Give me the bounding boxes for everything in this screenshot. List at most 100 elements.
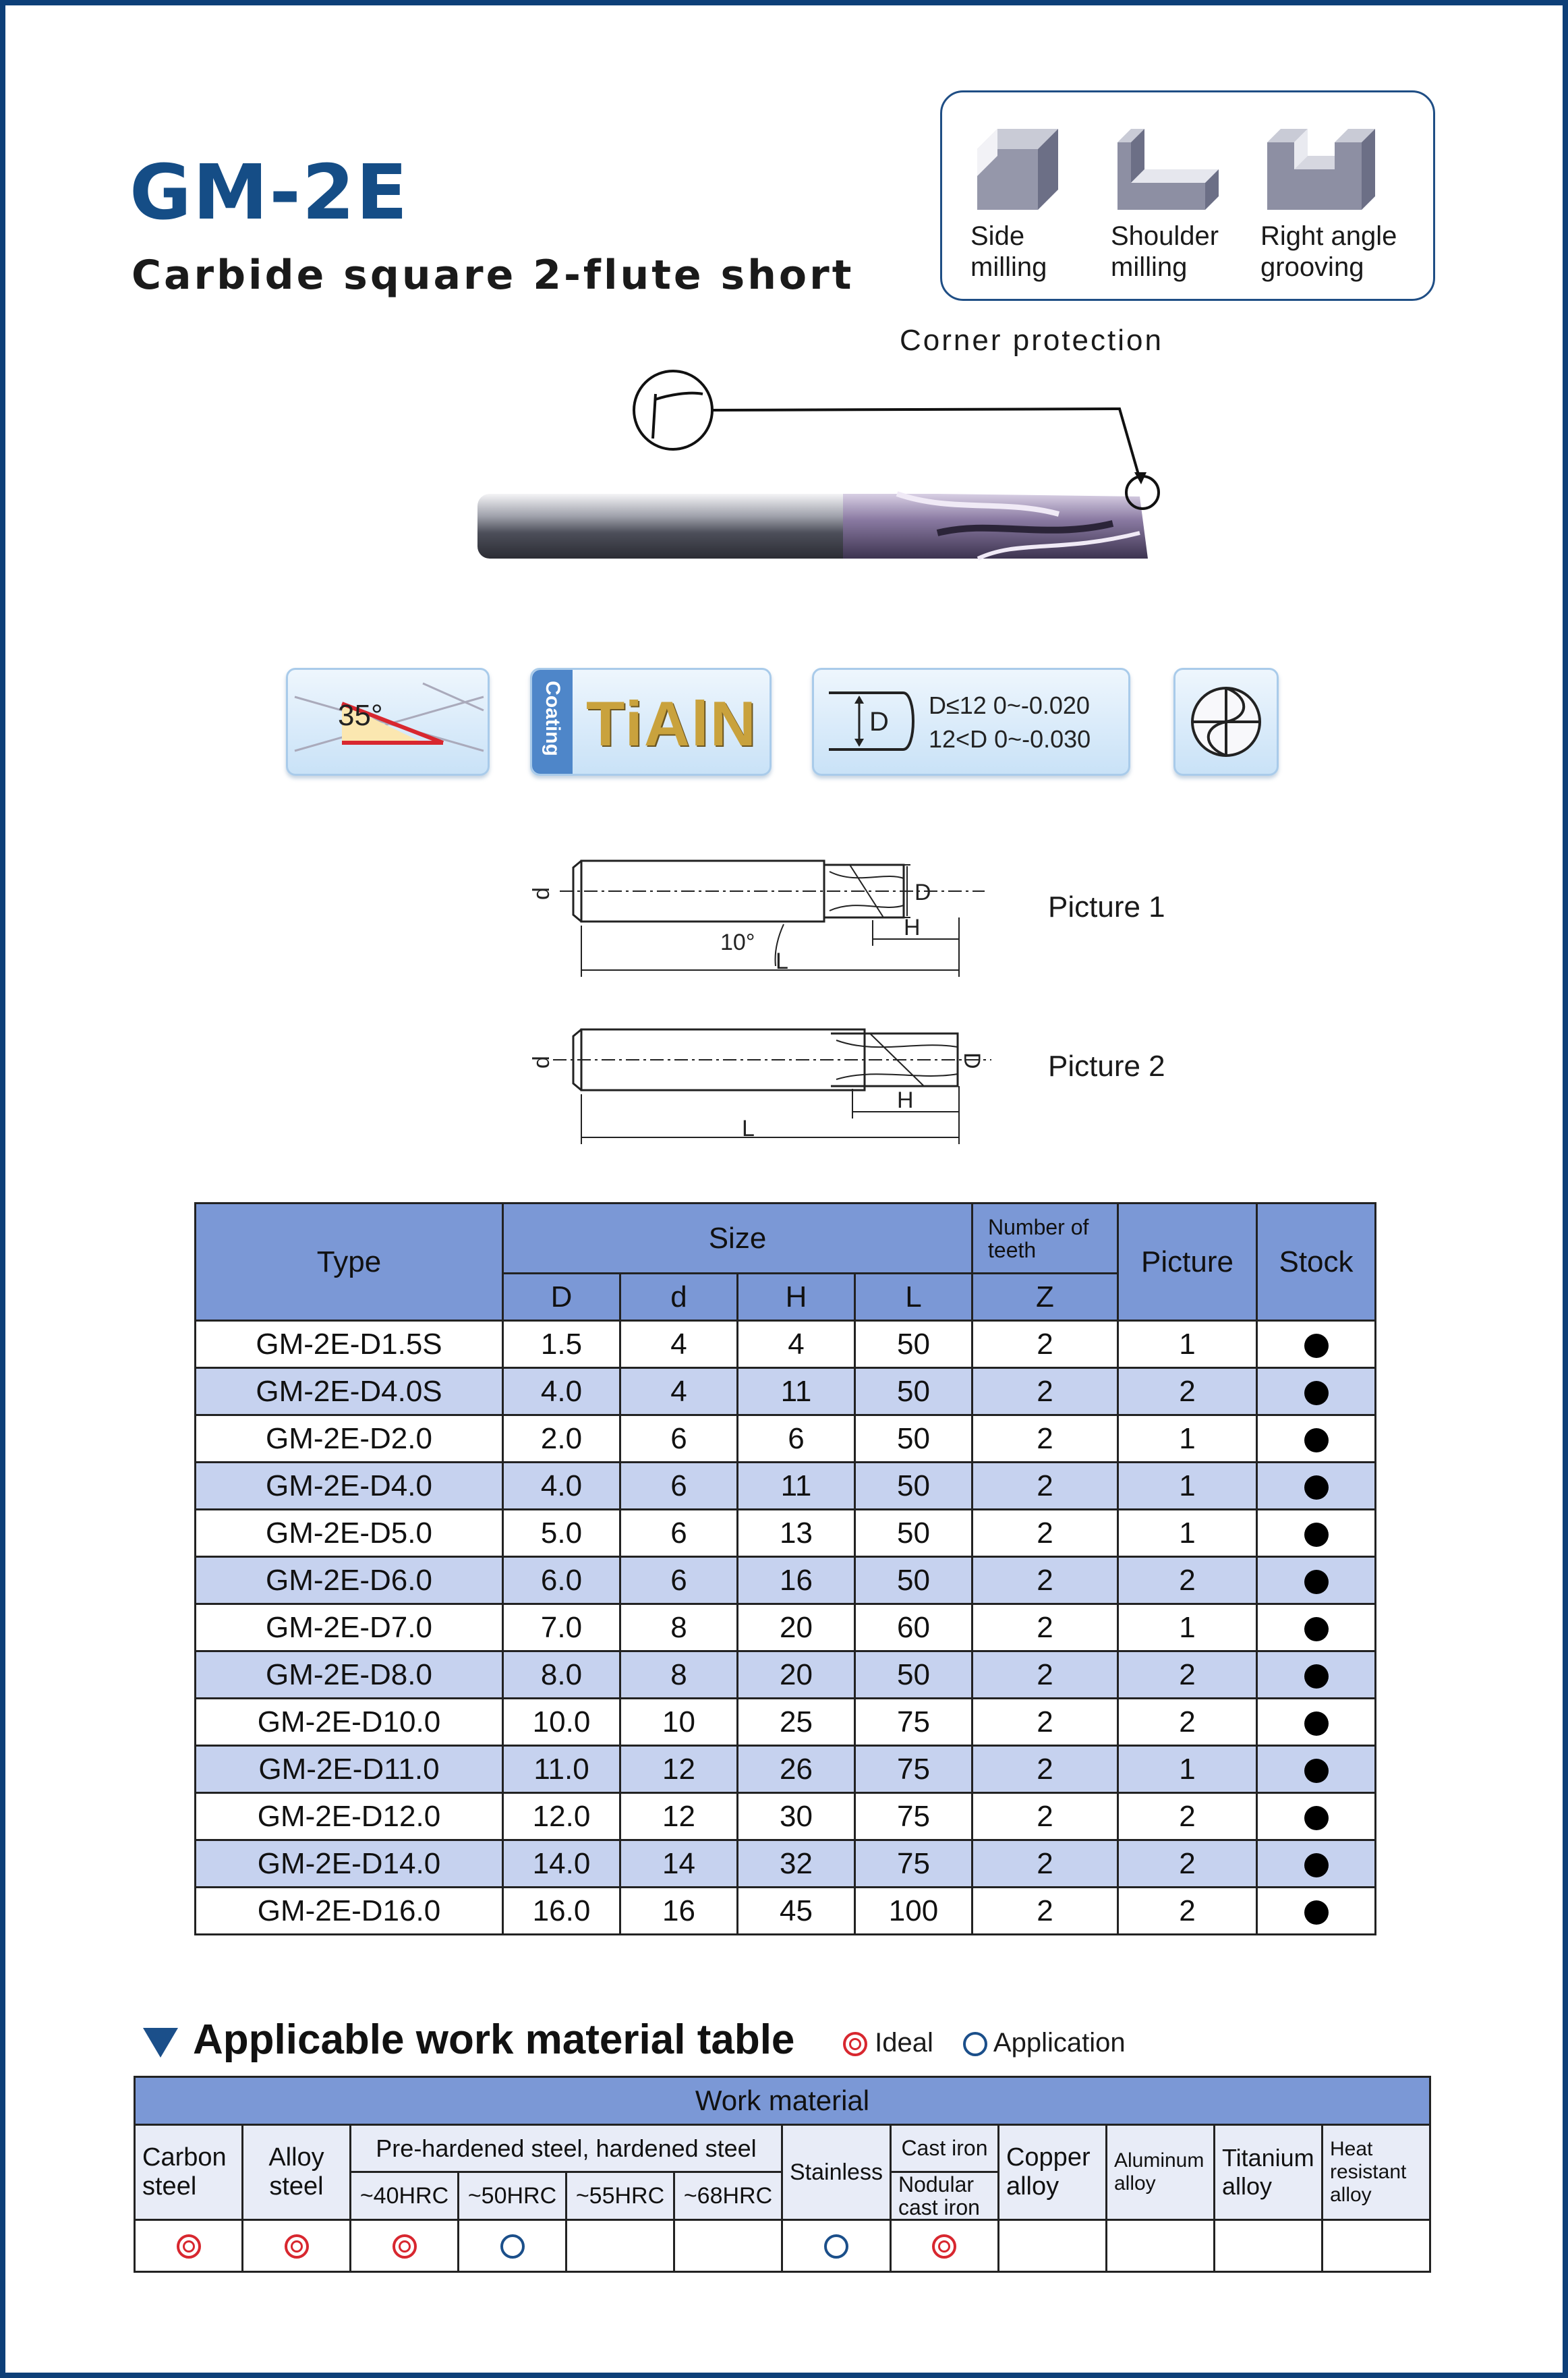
helix-angle-icon: 35° — [294, 682, 484, 752]
cell-H: 11 — [736, 1461, 856, 1510]
cell-d: 12 — [619, 1792, 738, 1841]
cell-H: 32 — [736, 1839, 856, 1888]
cell-Z: 2 — [971, 1839, 1119, 1888]
in-stock-dot-icon — [1304, 1711, 1329, 1736]
svg-text:D: D — [959, 1052, 985, 1069]
cell-type: GM-2E-D6.0 — [194, 1556, 504, 1605]
cell-type: GM-2E-D2.0 — [194, 1414, 504, 1463]
corner-protection-label: Corner protection — [900, 324, 1163, 357]
application-icon — [823, 2234, 848, 2259]
cell-picture: 2 — [1117, 1839, 1258, 1888]
rating-cell — [565, 2219, 675, 2273]
cell-D: 5.0 — [502, 1508, 621, 1558]
cell-H: 30 — [736, 1792, 856, 1841]
in-stock-dot-icon — [1304, 1852, 1329, 1877]
cell-picture: 1 — [1117, 1508, 1258, 1558]
picture-1-drawing: d D H L 10° — [529, 859, 985, 977]
rating-cell — [673, 2219, 783, 2273]
cell-stock — [1256, 1414, 1376, 1463]
cell-Z: 2 — [971, 1603, 1119, 1652]
rating-cell — [889, 2219, 999, 2273]
cell-picture: 2 — [1117, 1367, 1258, 1416]
cell-D: 4.0 — [502, 1367, 621, 1416]
coating-badge: Coating TiAlN — [530, 668, 772, 776]
cell-stock — [1256, 1556, 1376, 1605]
in-stock-dot-icon — [1304, 1475, 1329, 1500]
legend-application: Application — [963, 2028, 1126, 2058]
cell-type: GM-2E-D7.0 — [194, 1603, 504, 1652]
cell-D: 12.0 — [502, 1792, 621, 1841]
cell-d: 6 — [619, 1556, 738, 1605]
end-mill-illustration — [477, 370, 1160, 561]
cell-stock — [1256, 1508, 1376, 1558]
product-subtitle: Carbide square 2-flute short — [132, 252, 854, 299]
application-icon — [500, 2234, 525, 2259]
in-stock-dot-icon — [1304, 1427, 1329, 1452]
cell-picture: 2 — [1117, 1697, 1258, 1747]
cell-d: 4 — [619, 1320, 738, 1369]
ratings-row — [134, 2219, 1431, 2273]
cast-iron-header: Cast iron — [889, 2124, 999, 2173]
cell-type: GM-2E-D8.0 — [194, 1650, 504, 1699]
cell-type: GM-2E-D4.0 — [194, 1461, 504, 1510]
cell-stock — [1256, 1839, 1376, 1888]
cell-L: 50 — [854, 1414, 973, 1463]
hardened-steel-header: Pre-hardened steel, hardened steel — [349, 2124, 783, 2173]
tolerance-badge: D D≤12 0~-0.020 12<D 0~-0.030 — [812, 668, 1130, 776]
hrc68-header: ~68HRC — [673, 2171, 783, 2221]
helix-angle-text: 35° — [338, 699, 383, 732]
cell-H: 20 — [736, 1650, 856, 1699]
teeth-header: Number of teeth — [971, 1202, 1119, 1274]
cell-L: 50 — [854, 1556, 973, 1605]
cell-stock — [1256, 1320, 1376, 1369]
cell-d: 6 — [619, 1508, 738, 1558]
coating-label: Coating — [542, 681, 564, 756]
cell-type: GM-2E-D14.0 — [194, 1839, 504, 1888]
cell-picture: 1 — [1117, 1320, 1258, 1369]
in-stock-dot-icon — [1304, 1333, 1329, 1358]
cell-d: 6 — [619, 1414, 738, 1463]
cell-stock — [1256, 1603, 1376, 1652]
cell-d: 16 — [619, 1886, 738, 1935]
in-stock-dot-icon — [1304, 1664, 1329, 1689]
work-material-section-title: Applicable work material table — [143, 2016, 794, 2064]
cell-Z: 2 — [971, 1508, 1119, 1558]
coating-name: TiAlN — [586, 688, 757, 759]
cell-L: 50 — [854, 1650, 973, 1699]
cell-d: 4 — [619, 1367, 738, 1416]
picture-header: Picture — [1117, 1202, 1258, 1322]
cell-H: 4 — [736, 1320, 856, 1369]
rating-cell — [1320, 2219, 1431, 2273]
cell-Z: 2 — [971, 1414, 1119, 1463]
cell-type: GM-2E-D4.0S — [194, 1367, 504, 1416]
cell-D: 16.0 — [502, 1886, 621, 1935]
product-title: GM-2E — [129, 149, 409, 237]
picture-2-label: Picture 2 — [1048, 1050, 1165, 1083]
cell-L: 100 — [854, 1886, 973, 1935]
svg-text:D: D — [869, 707, 889, 737]
cell-L: 50 — [854, 1508, 973, 1558]
in-stock-dot-icon — [1304, 1805, 1329, 1830]
in-stock-dot-icon — [1304, 1522, 1329, 1547]
cell-stock — [1256, 1697, 1376, 1747]
cell-D: 4.0 — [502, 1461, 621, 1510]
cell-H: 26 — [736, 1745, 856, 1794]
ideal-icon — [392, 2234, 417, 2259]
d-header: d — [619, 1272, 738, 1322]
cell-Z: 2 — [971, 1556, 1119, 1605]
cell-d: 12 — [619, 1745, 738, 1794]
picture-1-label: Picture 1 — [1048, 890, 1165, 924]
